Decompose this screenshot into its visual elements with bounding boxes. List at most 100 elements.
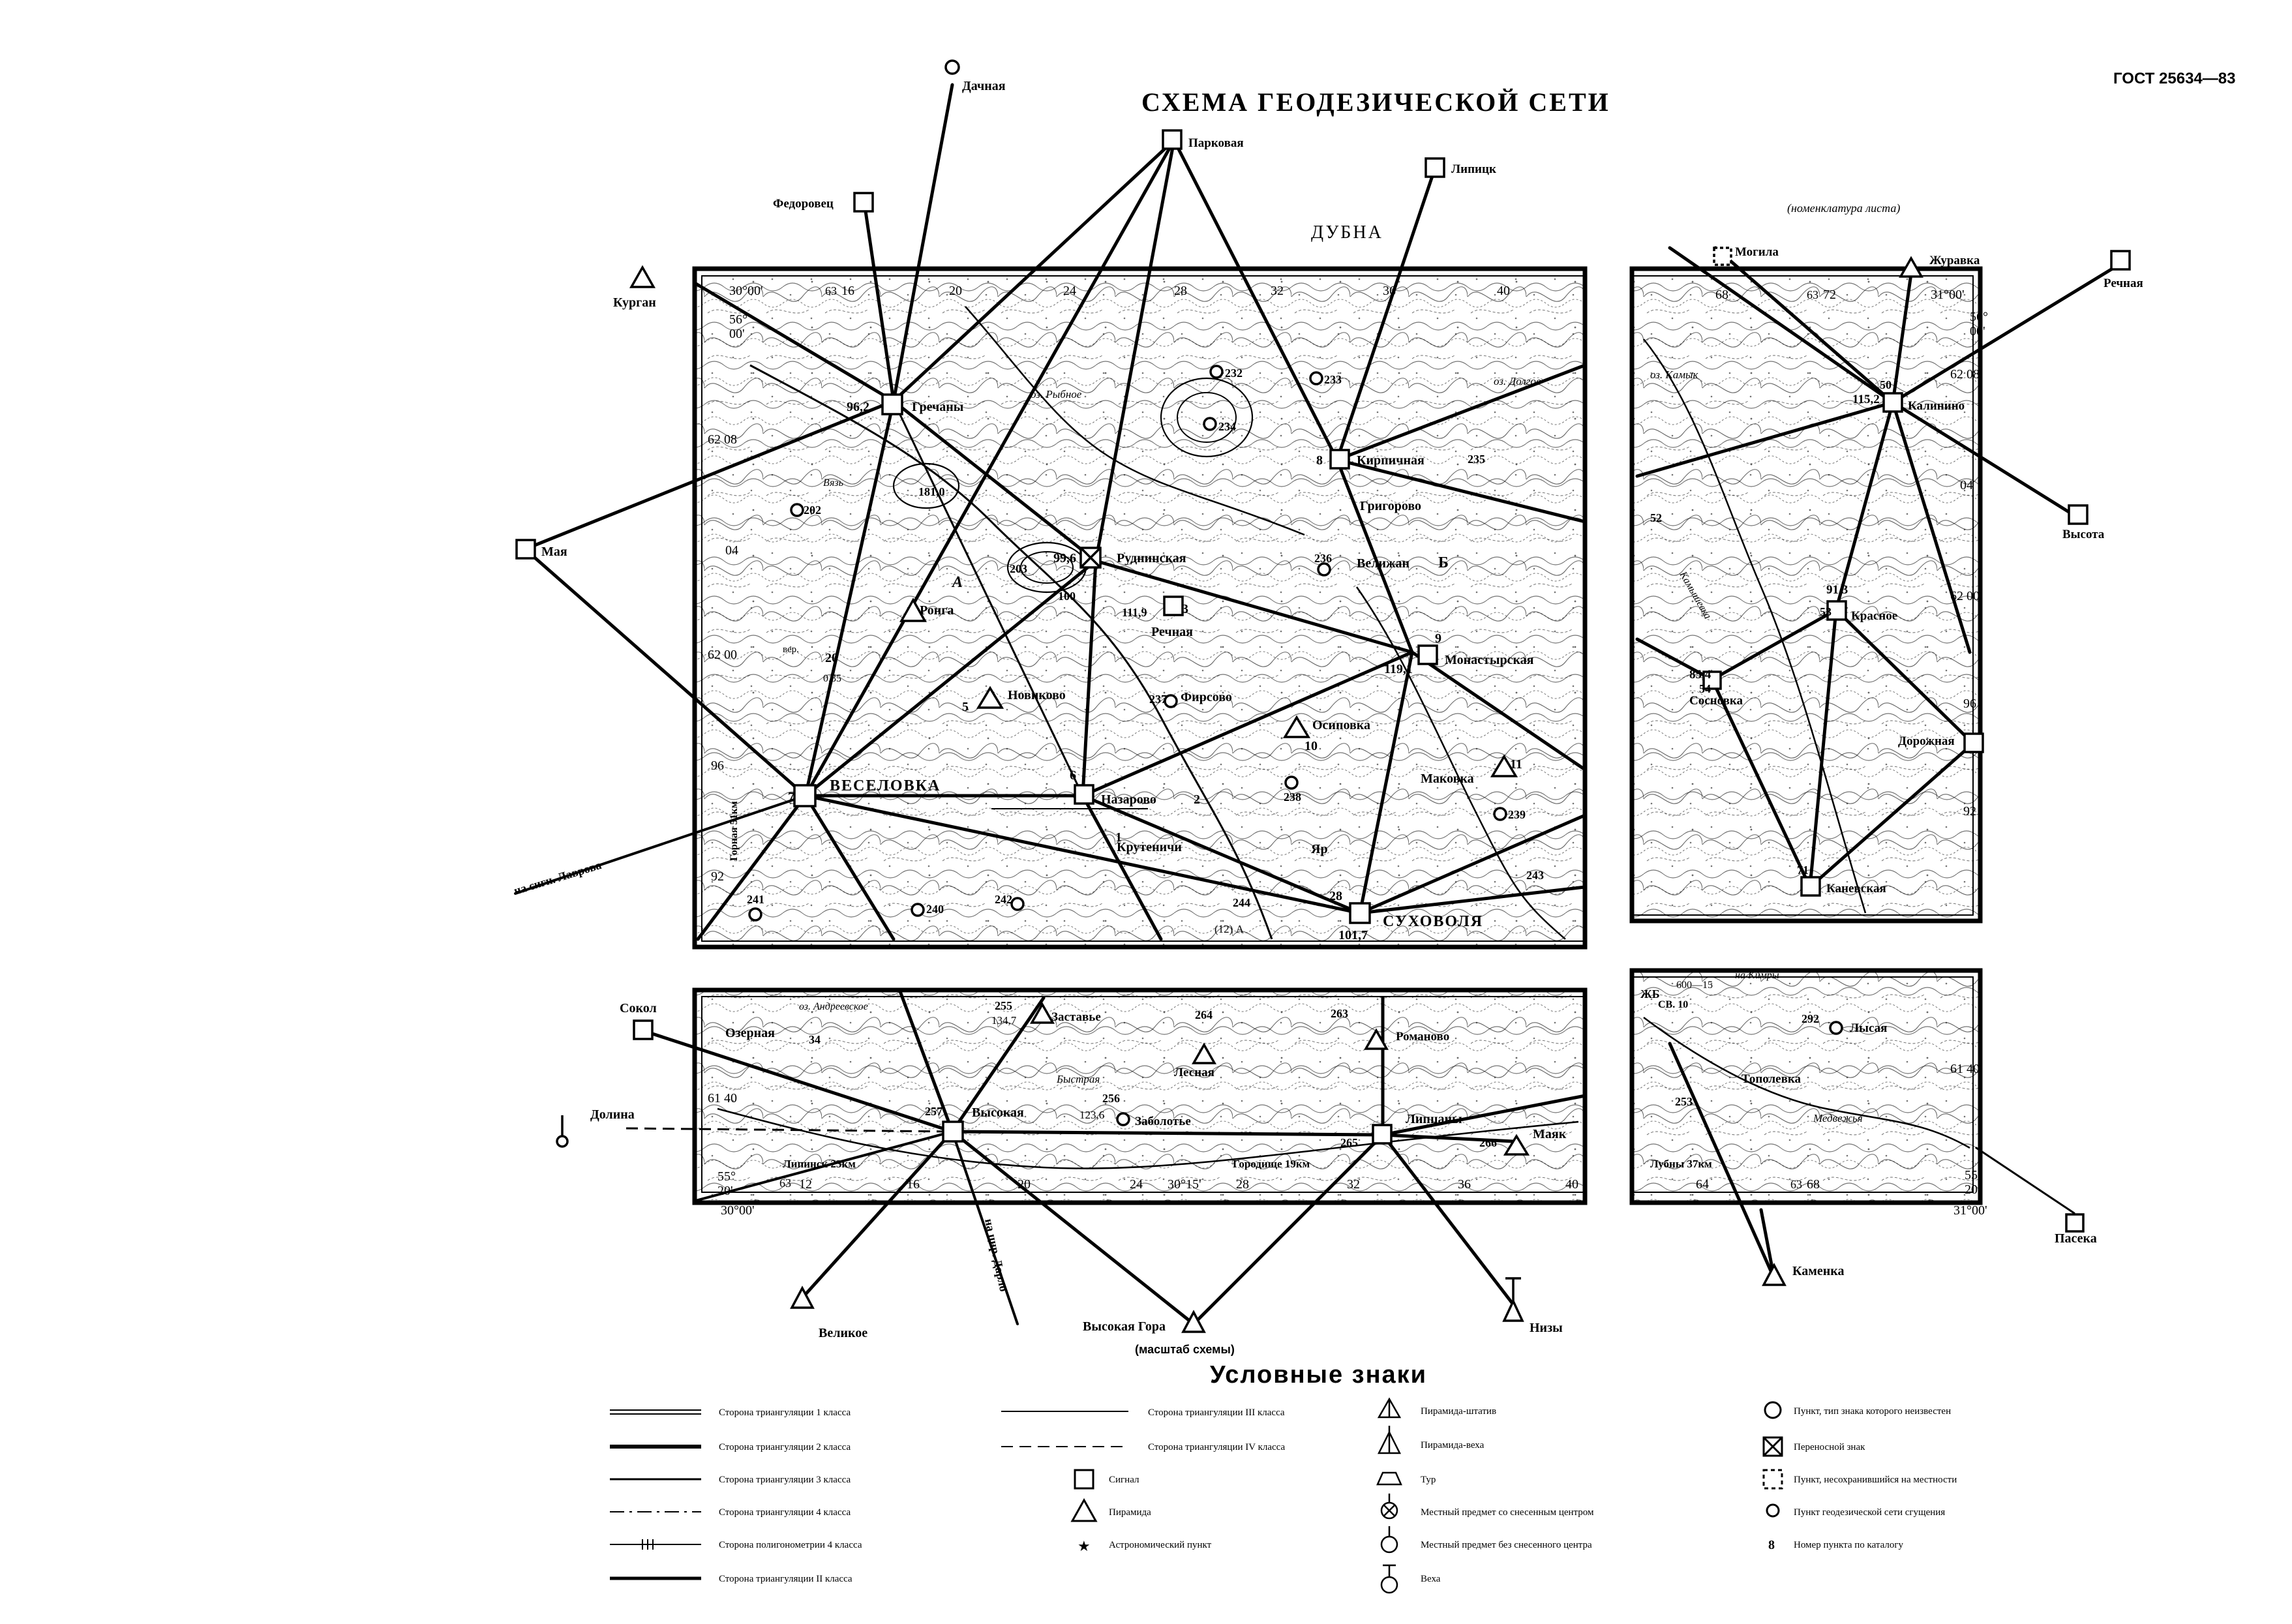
svg-text:266: 266 [1479, 1136, 1497, 1149]
legend-astro: ★ Астрономический пункт [1078, 1538, 1212, 1554]
legend-col-3: Пирамида-штатив Пирамида-веха Тур Местны… [1376, 1397, 1594, 1594]
kirpichnaya-signal-icon [1329, 449, 1350, 470]
svg-text:63: 63 [779, 1177, 791, 1190]
svg-text:111,9: 111,9 [1122, 606, 1147, 619]
legend-tri-III-class: Сторона триангуляции III класса [1001, 1407, 1285, 1418]
svg-text:оз. Долгое: оз. Долгое [1494, 375, 1541, 387]
svg-text:6: 6 [1070, 768, 1076, 783]
legend-tri-1-class: Сторона триангуляции 1 класса [610, 1407, 851, 1418]
label-novikovo: Новиково [1008, 688, 1066, 702]
n239-circle-icon [1493, 807, 1507, 821]
label-fedorovets: Федоровец [773, 197, 834, 211]
svg-text:61 40: 61 40 [1950, 1062, 1980, 1076]
svg-text:1: 1 [1115, 830, 1122, 845]
mogila-lost-icon [1713, 247, 1732, 266]
svg-text:Сторона триангуляции III класс: Сторона триангуляции III класса [1148, 1407, 1285, 1418]
sukhovolya-astro-icon [1349, 902, 1371, 924]
svg-text:Сторона триангуляции IV класса: Сторона триангуляции IV класса [1148, 1442, 1285, 1452]
label-monastyrskaya: Монастырская [1445, 653, 1534, 667]
svg-text:30°00': 30°00' [729, 284, 763, 298]
label-vysokaya: Высокая [972, 1105, 1024, 1120]
svg-text:8: 8 [1768, 1538, 1775, 1552]
svg-text:Быстрая: Быстрая [1056, 1073, 1100, 1085]
label-sokol: Сокол [620, 1001, 657, 1015]
legend-tri-4-class: Сторона триангуляции 4 класса [610, 1507, 851, 1518]
svg-text:Веха: Веха [1421, 1574, 1441, 1584]
legend-densification: Пункт геодезической сети сгущения [1766, 1503, 1945, 1518]
vysota-signal-icon [2068, 504, 2088, 525]
svg-text:61 40: 61 40 [708, 1091, 737, 1105]
svg-text:Б: Б [1438, 554, 1449, 571]
label-sosnovka-h: 85,4 [1689, 668, 1711, 682]
lipovtsy-signal-icon [1372, 1124, 1393, 1145]
svg-text:Местный предмет со снесенным ц: Местный предмет со снесенным центром [1421, 1507, 1594, 1518]
svg-text:68: 68 [1807, 1177, 1820, 1192]
ronga-pyramid-icon [899, 597, 927, 622]
monastyrskaya-signal-icon [1417, 644, 1438, 665]
svg-text:28: 28 [1236, 1177, 1249, 1192]
label-kurgan: Курган [613, 295, 656, 310]
svg-text:92: 92 [711, 869, 724, 884]
svg-text:202: 202 [804, 504, 821, 517]
svg-text:96: 96 [711, 759, 724, 773]
svg-text:04: 04 [725, 543, 738, 558]
svg-text:Пирамида-штатив: Пирамида-штатив [1421, 1406, 1496, 1417]
dolina-local-object-icon [556, 1135, 569, 1148]
legend-pole: Веха [1380, 1564, 1441, 1594]
svg-text:Сторона триангуляции II класса: Сторона триангуляции II класса [719, 1574, 852, 1584]
label-krasnoe: Красное [1851, 609, 1897, 623]
n234-circle-icon [1203, 417, 1217, 431]
legend-col-4: Пункт, тип знака которого неизвестен Пер… [1762, 1401, 1957, 1552]
svg-text:53: 53 [1820, 605, 1832, 618]
svg-text:244: 244 [1233, 896, 1250, 909]
nomenclature-note: (номенклатура листа) [1787, 202, 1900, 215]
svg-text:68: 68 [1715, 288, 1728, 302]
label-rudninskaya: Руднинская [1117, 551, 1186, 565]
label-dorozhnaya: Дорожная [1898, 734, 1955, 748]
svg-text:Пирамида: Пирамида [1109, 1507, 1151, 1518]
svg-text:36: 36 [1383, 284, 1396, 298]
svg-text:Сторона триангуляции 2 класса: Сторона триангуляции 2 класса [719, 1442, 851, 1452]
romanovo-pyramid-icon [1363, 1028, 1389, 1050]
maya-signal-icon [515, 539, 536, 560]
nazarovo-signal-icon [1074, 784, 1094, 805]
svg-text:оз. Рыбное: оз. Рыбное [1031, 388, 1082, 400]
label-grechany-h: 96,2 [847, 400, 869, 414]
svg-text:30°15': 30°15' [1168, 1177, 1201, 1192]
label-sosnovka: Сосновка [1689, 694, 1743, 708]
svg-text:62 00: 62 00 [1950, 589, 1980, 603]
svg-text:63: 63 [1807, 288, 1818, 301]
svg-text:253: 253 [1675, 1095, 1693, 1108]
svg-text:52: 52 [1650, 511, 1662, 524]
svg-text:Липинск 23км: Липинск 23км [783, 1158, 856, 1170]
svg-text:238: 238 [1284, 790, 1301, 804]
svg-text:Астрономический пункт: Астрономический пункт [1109, 1540, 1212, 1550]
svg-text:(12) А: (12) А [1214, 923, 1244, 935]
legend-lost-point: Пункт, несохранившийся на местности [1762, 1469, 1957, 1490]
kamenka-pyramid-icon [1762, 1263, 1787, 1286]
legend-signal: Сигнал [1074, 1469, 1139, 1490]
label-kamenka: Каменка [1792, 1264, 1844, 1278]
point-symbols [515, 59, 2131, 1333]
svg-text:5: 5 [962, 700, 969, 714]
label-sukhovolya-h: 101,7 [1338, 928, 1368, 942]
makovka-pyramid-icon [1490, 754, 1518, 777]
svg-text:40: 40 [1565, 1177, 1578, 1192]
svg-text:63: 63 [1790, 1178, 1802, 1191]
svg-text:20: 20 [825, 651, 838, 665]
veselovka-signal-icon [793, 784, 817, 807]
svg-text:31°00': 31°00' [1953, 1203, 1987, 1218]
svg-text:28: 28 [1329, 889, 1342, 903]
label-maya: Мая [541, 545, 567, 559]
parkovaya-signal-icon [1162, 129, 1183, 150]
svg-text:181,0: 181,0 [918, 485, 945, 498]
kanevskaya-signal-icon [1800, 876, 1821, 897]
legend-tri-II-class: Сторона триангуляции II класса [610, 1574, 852, 1584]
label-lipitsk: Липицк [1451, 162, 1496, 176]
novikovo-pyramid-icon [976, 685, 1004, 709]
label-grigorovo: Григорово [1360, 499, 1421, 513]
document-code: ГОСТ 25634—83 [2113, 70, 2235, 87]
svg-text:54: 54 [1699, 682, 1711, 695]
svg-text:Сигнал: Сигнал [1109, 1475, 1139, 1485]
zhuravka-pyramid-icon [1898, 256, 1924, 278]
